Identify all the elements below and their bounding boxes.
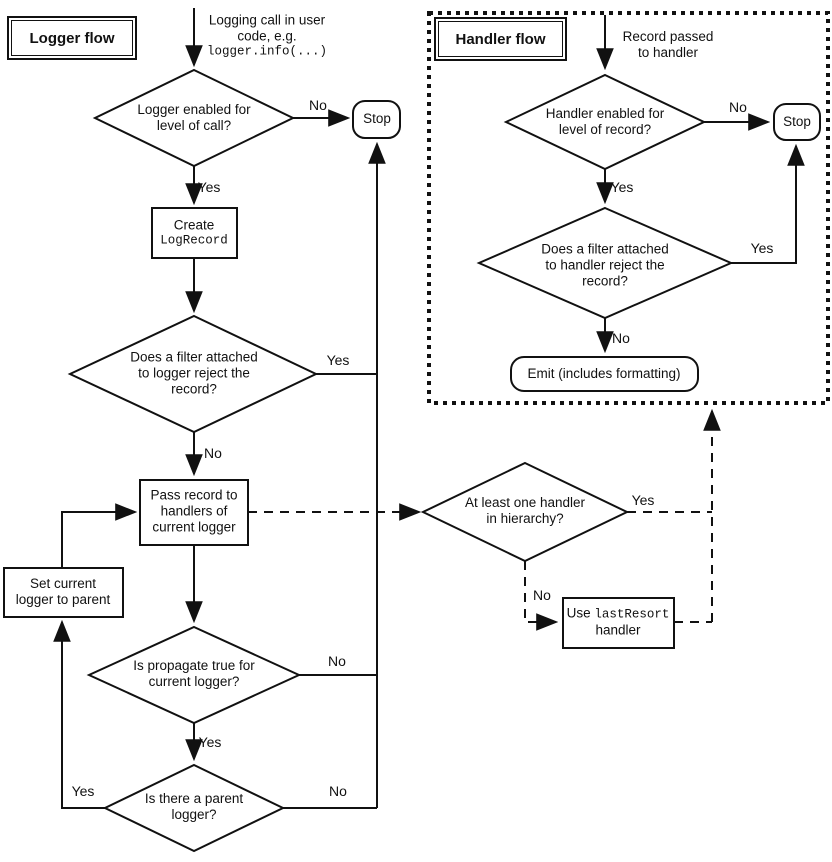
- label-henabled-yes: Yes: [610, 179, 634, 195]
- set-current-logger-box: [3, 567, 124, 618]
- logger-stop-text: Stop: [363, 110, 391, 126]
- create-logrecord-text: Create LogRecord: [160, 217, 228, 248]
- handler-filter-diamond: [476, 206, 734, 320]
- label-hierarchy-no: No: [533, 587, 551, 603]
- handler-filter-text: Does a filter attached to handler reject…: [541, 242, 669, 291]
- text-line: handler: [595, 622, 641, 638]
- label-henabled-no: No: [729, 99, 747, 115]
- logger-filter-text: Does a filter attached to logger reject …: [130, 350, 258, 399]
- text-line: Is there a parent: [144, 790, 244, 806]
- logger-filter-diamond: [67, 314, 319, 434]
- handler-flow-boundary: [427, 11, 830, 405]
- edge-parent-yes-to-set: [53, 619, 105, 809]
- text-line: logger to parent: [15, 592, 111, 607]
- edge-hfilter-yes-to-stop: [731, 143, 805, 264]
- parent-logger-diamond: [102, 763, 286, 853]
- handler-flow-title: Handler flow: [438, 21, 563, 57]
- text-line: Create: [173, 217, 215, 233]
- logger-stop-node: [352, 100, 401, 139]
- pass-record-box: [139, 479, 249, 546]
- propagate-text: Is propagate true for current logger?: [133, 658, 255, 690]
- label-enabled-no: No: [309, 97, 327, 113]
- text-line: Is propagate true for: [133, 657, 255, 673]
- label-filter-yes: Yes: [326, 352, 350, 368]
- text-line: to logger reject the: [138, 365, 250, 381]
- label-filter-no: No: [204, 445, 222, 461]
- emit-node: [510, 356, 699, 392]
- logger-enabled-diamond: [92, 68, 296, 168]
- last-resort-box: [562, 597, 675, 649]
- text-word-code: lastResort: [594, 607, 670, 622]
- handler-start-text: Record passed to handler: [623, 29, 714, 61]
- text-line: Does a filter attached: [541, 241, 669, 257]
- edge-hierarchy-no-to-lastresort: [524, 561, 559, 631]
- label-propagate-no: No: [328, 653, 346, 669]
- text-line: logger?: [171, 807, 217, 822]
- label-parent-no: No: [329, 783, 347, 799]
- last-resort-text: Use lastResort handler: [567, 605, 670, 638]
- text-line: to handler: [637, 45, 699, 60]
- logger-start-text: Logging call in user code, e.g. logger.i…: [207, 12, 327, 59]
- text-line: level of record?: [558, 122, 652, 137]
- label-propagate-yes: Yes: [198, 734, 222, 750]
- text-line-code: logger.info(...): [206, 44, 328, 59]
- handler-enabled-diamond: [503, 73, 707, 171]
- text-line: current logger: [152, 520, 236, 536]
- text-word: Use: [566, 605, 591, 621]
- hierarchy-handler-text: At least one handler in hierarchy?: [465, 495, 585, 527]
- emit-text: Emit (includes formatting): [527, 365, 681, 381]
- text-line: Record passed: [622, 28, 714, 44]
- text-line: Use lastResort: [567, 605, 670, 622]
- text-line: code, e.g.: [237, 28, 297, 44]
- handler-stop-node: [773, 103, 821, 141]
- text-line: record?: [171, 382, 217, 398]
- propagate-diamond: [86, 625, 302, 725]
- text-line: handlers of: [160, 503, 228, 519]
- text-line: current logger?: [148, 674, 240, 689]
- text-line: record?: [582, 274, 628, 290]
- label-parent-yes: Yes: [71, 783, 95, 799]
- text-line: Logger enabled for: [137, 101, 251, 117]
- edge-set-to-pass: [61, 503, 138, 568]
- label-hierarchy-yes: Yes: [631, 492, 655, 508]
- label-enabled-yes: Yes: [197, 179, 221, 195]
- text-line: Pass record to: [150, 487, 238, 503]
- text-line: level of call?: [156, 118, 232, 133]
- handler-flow-title-box: Handler flow: [434, 17, 567, 61]
- text-line: Set current: [29, 575, 97, 591]
- text-line: At least one handler: [464, 494, 586, 510]
- text-line: in hierarchy?: [486, 511, 564, 526]
- text-line-code: LogRecord: [160, 233, 228, 248]
- parent-logger-text: Is there a parent logger?: [145, 791, 243, 823]
- create-logrecord-box: [151, 207, 238, 259]
- logger-enabled-text: Logger enabled for level of call?: [137, 102, 250, 134]
- set-current-logger-text: Set current logger to parent: [16, 576, 111, 608]
- logger-flow-title-box: Logger flow: [7, 16, 137, 60]
- logger-flow-title: Logger flow: [11, 20, 133, 56]
- text-line: Handler enabled for: [545, 105, 665, 121]
- hierarchy-handler-diamond: [420, 461, 630, 563]
- text-line: Logging call in user: [208, 12, 326, 28]
- handler-stop-text: Stop: [783, 113, 811, 129]
- label-hfilter-yes: Yes: [750, 240, 774, 256]
- label-hfilter-no: No: [612, 330, 630, 346]
- text-line: to handler reject the: [545, 257, 665, 273]
- handler-enabled-text: Handler enabled for level of record?: [546, 106, 665, 138]
- text-line: Does a filter attached: [130, 349, 258, 365]
- pass-record-text: Pass record to handlers of current logge…: [150, 488, 237, 537]
